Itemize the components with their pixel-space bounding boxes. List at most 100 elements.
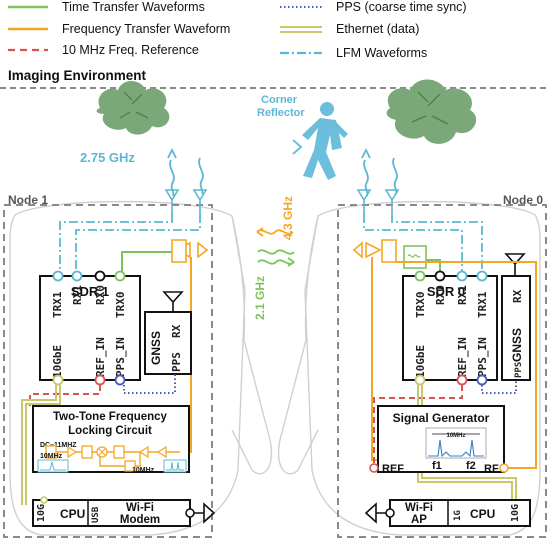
node0-freq-filter [381, 239, 397, 263]
node0-wifi-antenna [364, 502, 386, 524]
node0-cpu-port-label: 10G [510, 504, 521, 522]
node0-ppsin-label: PPS_IN [476, 337, 489, 377]
node1-locking-title-line1: Two-Tone Frequency [53, 411, 168, 423]
legend: Time Transfer Waveforms Frequency Transf… [8, 0, 467, 60]
node0-time-transfer-line [426, 259, 441, 274]
tree-left-icon [96, 81, 170, 135]
node1-port-trx1 [52, 270, 64, 282]
node1-circuit-blocks [45, 445, 167, 472]
corner-reflector-label-line2: Reflector [257, 107, 305, 119]
node0-port-trx1 [476, 270, 488, 282]
legend-ethernet: Ethernet (data) [336, 22, 419, 36]
node0-sdr-ports: TRX0 RX0 RX1 TRX1 10GbE REF_IN PPS_IN [414, 270, 489, 386]
node1-spectrum-peak [40, 461, 66, 471]
node1-amp-icon [67, 445, 78, 459]
node1-gnss-rx-label: RX [170, 324, 183, 338]
node1-wifi-antenna [194, 502, 216, 524]
node1-spectrum-twotone-peaks [166, 461, 184, 471]
vehicle-outlines [9, 200, 541, 536]
node0-sdr [402, 275, 498, 381]
node1-ethernet-line [21, 385, 61, 505]
node1-port-label-rx1: RX1 [71, 285, 84, 305]
legend-time-transfer: Time Transfer Waveforms [62, 0, 205, 14]
lfm-waves-right [361, 147, 398, 197]
node0-cpu-label: CPU [470, 507, 495, 521]
node1-spectrum-twotone [163, 459, 187, 473]
node0-frequency-line [371, 257, 378, 461]
node1-filter-block [81, 445, 93, 459]
node1-gnss [144, 311, 192, 375]
node1-sdr-label: SDR 1 [71, 284, 109, 299]
node1-port-eth [52, 374, 64, 386]
node1-sdr [39, 275, 141, 381]
node0-pps-line [481, 380, 517, 394]
node1-pps-line [123, 374, 176, 394]
node1-wifi-port [185, 508, 195, 518]
node0-f2-label: f2 [466, 460, 476, 472]
node1-filter-block-2 [113, 445, 125, 459]
node0-port-rx0 [434, 270, 446, 282]
node1-lpf-block [45, 445, 57, 459]
lfm-waves-left [167, 147, 204, 197]
node1-cpu-label: CPU [60, 507, 85, 521]
node1-dc-label: DC–11MHZ [40, 442, 77, 449]
node0-time-filter [403, 245, 427, 269]
node0-lfm-antennas [356, 189, 400, 214]
frequency-transfer-wave [256, 227, 294, 237]
node0-port-ppsin [476, 374, 488, 386]
node1-eth-port-label: 10GbE [51, 345, 64, 378]
node1-refin-label: REF_IN [94, 337, 107, 377]
node1-sdr-ports: TRX1 RX1 RX0 TRX0 10GbE REF_IN PPS_IN [51, 270, 127, 386]
node0-port-eth [414, 374, 426, 386]
node0-port-trx0 [414, 270, 426, 282]
node0-wifi-label-line2: AP [411, 514, 427, 526]
node1-reference-line [29, 385, 101, 406]
node0-gnss-label: GNSS [510, 328, 524, 362]
time-transfer-label: 2.1 GHz [253, 276, 267, 320]
node0-eth-port-label: 10GbE [414, 345, 427, 378]
node0-gnss-antenna [504, 253, 526, 276]
node1-cpu-eth-port [40, 496, 48, 504]
environment-label: Imaging Environment [8, 68, 147, 83]
node1-port-label-trx1: TRX1 [51, 291, 64, 318]
legend-lfm: LFM Waveforms [336, 46, 427, 60]
node1-amp-icon-2 [138, 445, 149, 459]
node0-title: Node 0 [503, 193, 543, 207]
node1-port-refin [94, 374, 106, 386]
node1-lfm-antennas [164, 189, 208, 214]
node1-port-label-rx0: RX0 [94, 285, 107, 305]
legend-pps: PPS (coarse time sync) [336, 0, 467, 14]
node0-rf-port [499, 463, 509, 473]
node1-port-ppsin [114, 374, 126, 386]
node1-freq-filter [171, 239, 187, 263]
node0-spectrum-trace [428, 439, 484, 458]
person-icon [302, 102, 348, 180]
node1-usb-label: USB [91, 506, 101, 523]
node1-port-rx1 [71, 270, 83, 282]
node0-spectrum-panel [425, 427, 487, 459]
node1-wifi-label-line2: Modem [120, 514, 160, 526]
node0-time-filter-glyph [407, 254, 421, 258]
node0-gnss-rx-label: RX [511, 289, 524, 303]
node1-gnss-antenna [162, 291, 184, 312]
node0-rf-line [396, 261, 537, 469]
node1-cpu-port-label: 10G [36, 504, 47, 522]
node1-tone-label: 10MHz [40, 453, 63, 460]
node1-gnss-pps-label: PPS [170, 352, 183, 372]
node1-ppsin-label: PPS_IN [114, 337, 127, 377]
node0-rf-label: RF [484, 463, 499, 475]
node0-lfm-lines [363, 214, 483, 272]
node1-splitter-block [124, 460, 136, 472]
node0-wifi-port [385, 508, 395, 518]
node1-amp-icon-3 [156, 445, 167, 459]
node0-gnss-pps-label: PPS [514, 362, 524, 378]
node0-ref-label: REF [382, 463, 404, 475]
node1-locking-title-line2: Locking Circuit [68, 425, 152, 437]
node0-wifi-label-line1: Wi-Fi [405, 502, 433, 514]
node1-spacing-label: 10MHz [132, 467, 155, 474]
node0-gnss [501, 275, 531, 381]
node0-port-refin [456, 374, 468, 386]
corner-reflector-label-line1: Corner [261, 94, 298, 106]
